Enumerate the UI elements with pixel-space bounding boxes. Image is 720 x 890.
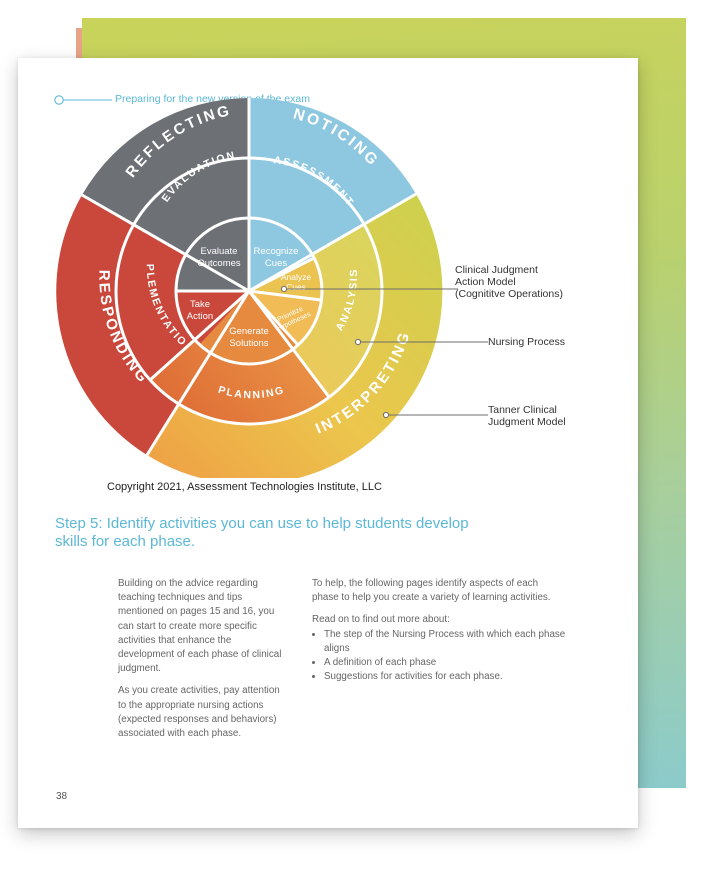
clinical-judgment-diagram: NOTICING REFLECTING RESPONDING INTERPRET… xyxy=(18,58,488,478)
document-page: Preparing for the new version of the exa… xyxy=(18,58,638,828)
nursing-process-callout-label: Nursing Process xyxy=(488,336,566,348)
header-circle-line-icon xyxy=(54,95,112,105)
evaluate-outcomes-sector xyxy=(176,218,249,291)
planning-label: PLANNING xyxy=(217,384,287,401)
generate-solutions-sector xyxy=(199,291,298,365)
list-item: The step of the Nursing Process with whi… xyxy=(324,628,567,656)
step-title: Step 5: Identify activities you can use … xyxy=(55,515,469,550)
nursing-marker xyxy=(354,338,362,346)
tanner-marker xyxy=(382,411,390,419)
topics-list: The step of the Nursing Process with whi… xyxy=(312,628,567,685)
cjam-callout-label: Clinical Judgment Action Model (Cognitit… xyxy=(455,264,563,300)
recognize-cues-sector xyxy=(249,218,314,291)
tanner-callout-label: Tanner Clinical Judgment Model xyxy=(488,404,566,428)
list-item: Suggestions for activities for each phas… xyxy=(324,670,567,684)
page-number: 38 xyxy=(56,791,68,802)
left-column: Building on the advice regarding teachin… xyxy=(118,577,290,749)
left-paragraph-1: Building on the advice regarding teachin… xyxy=(118,578,282,675)
copyright-text: Copyright 2021, Assessment Technologies … xyxy=(107,481,382,493)
left-paragraph-2: As you create activities, pay attention … xyxy=(118,685,280,740)
right-paragraph-2: Read on to find out more about: xyxy=(312,614,450,626)
prioritize-hypotheses-sector xyxy=(249,291,321,345)
cjam-marker xyxy=(280,285,288,293)
background-page-edge xyxy=(76,28,82,68)
right-paragraph-1: To help, the following pages identify as… xyxy=(312,578,551,604)
list-item: A definition of each phase xyxy=(324,656,567,670)
right-column: To help, the following pages identify as… xyxy=(312,577,567,684)
take-action-sector xyxy=(175,291,249,345)
